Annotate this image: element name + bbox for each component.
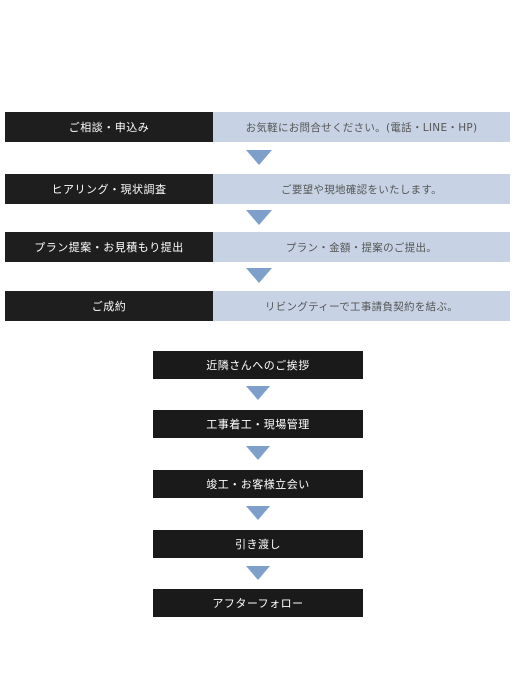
down-arrow-icon (246, 506, 270, 520)
step-row-contract: ご成約 リビングティーで工事請負契約を結ぶ。 (5, 291, 510, 321)
down-arrow-icon (246, 210, 272, 225)
step-description: ご要望や現地確認をいたします。 (213, 174, 510, 204)
step-label: ご成約 (5, 291, 213, 321)
step-label: ヒアリング・現状調査 (5, 174, 213, 204)
step-description: お気軽にお問合せください。(電話・LINE・HP) (213, 112, 510, 142)
step-box-construction: 工事着工・現場管理 (153, 410, 363, 438)
step-row-proposal: プラン提案・お見積もり提出 プラン・金額・提案のご提出。 (5, 232, 510, 262)
down-arrow-icon (246, 268, 272, 283)
step-label: ご相談・申込み (5, 112, 213, 142)
step-description: リビングティーで工事請負契約を結ぶ。 (213, 291, 510, 321)
step-row-consultation: ご相談・申込み お気軽にお問合せください。(電話・LINE・HP) (5, 112, 510, 142)
down-arrow-icon (246, 566, 270, 580)
down-arrow-icon (246, 150, 272, 165)
step-label: プラン提案・お見積もり提出 (5, 232, 213, 262)
down-arrow-icon (246, 446, 270, 460)
step-box-greeting: 近隣さんへのご挨拶 (153, 351, 363, 379)
down-arrow-icon (246, 386, 270, 400)
step-description: プラン・金額・提案のご提出。 (213, 232, 510, 262)
step-box-after-follow: アフターフォロー (153, 589, 363, 617)
step-row-hearing: ヒアリング・現状調査 ご要望や現地確認をいたします。 (5, 174, 510, 204)
step-box-completion: 竣工・お客様立会い (153, 470, 363, 498)
step-box-handover: 引き渡し (153, 530, 363, 558)
